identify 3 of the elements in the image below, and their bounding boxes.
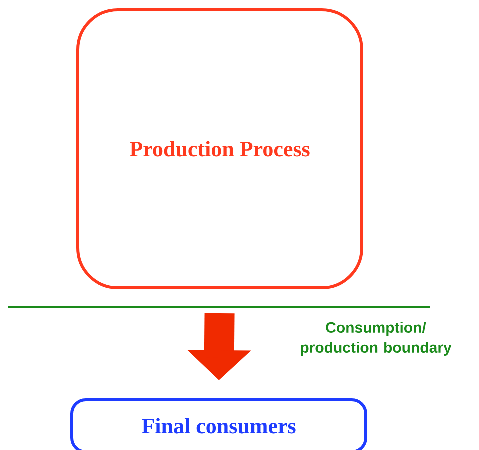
- process-box: Final consumers: [70, 398, 368, 450]
- process-box: Production Process: [76, 8, 364, 290]
- boundary-label: Consumption/ production boundary: [301, 322, 452, 356]
